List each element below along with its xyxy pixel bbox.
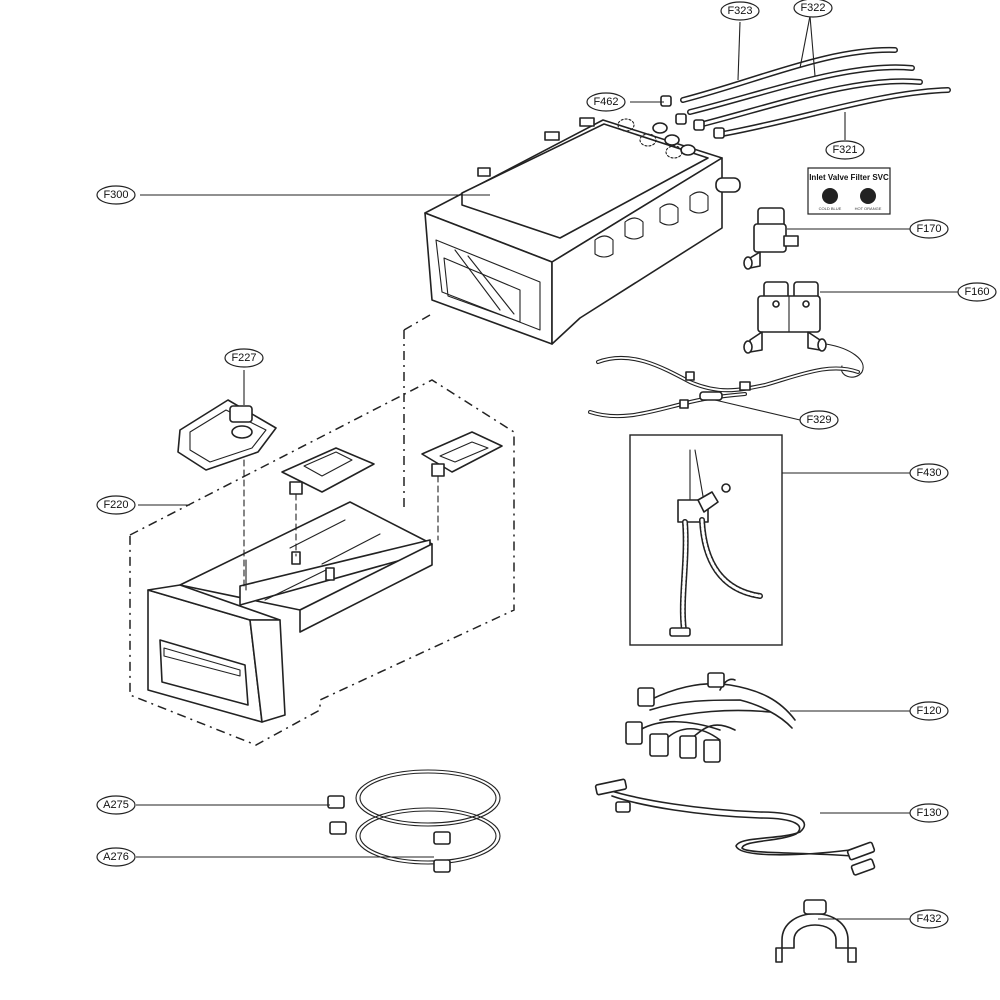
tube-assembly <box>588 355 860 419</box>
siphon-cap-1 <box>281 447 375 495</box>
callout-label-f300: F300 <box>96 185 136 205</box>
callout-label-f220: F220 <box>96 495 136 515</box>
plate-title: Inlet Valve Filter SVC <box>809 173 889 182</box>
svg-text:F120: F120 <box>916 705 941 717</box>
inlet-hoses <box>660 46 951 139</box>
pressure-hose-assembly <box>629 434 783 646</box>
wire-harness-f130 <box>594 778 876 876</box>
callout-label-f323: F323 <box>720 1 760 21</box>
valve-wire <box>825 343 864 378</box>
svg-text:F300: F300 <box>103 189 128 201</box>
callout-label-f322: F322 <box>793 0 833 18</box>
svg-text:F321: F321 <box>832 144 857 156</box>
callout-label-f170: F170 <box>909 219 949 239</box>
svg-text:A275: A275 <box>103 799 129 811</box>
callout-label-f462: F462 <box>586 92 626 112</box>
callout-label-f430: F430 <box>909 463 949 483</box>
assembly-line <box>403 314 431 331</box>
siphon-cap-2 <box>421 431 503 477</box>
wire-harness-f120 <box>625 672 796 763</box>
svg-text:F160: F160 <box>964 286 989 298</box>
leader-lines <box>136 15 961 920</box>
svg-text:F323: F323 <box>727 5 752 17</box>
svg-text:F462: F462 <box>593 96 618 108</box>
dispenser-housing <box>424 117 741 345</box>
svg-text:F432: F432 <box>916 913 941 925</box>
svg-text:F227: F227 <box>231 352 256 364</box>
softener-cap <box>177 399 277 471</box>
callout-label-a275: A275 <box>96 795 136 815</box>
callout-label-f321: F321 <box>825 140 865 160</box>
inlet-valve-filter-plate: Inlet Valve Filter SVC COLD BLUE HOT ORA… <box>807 167 891 215</box>
callout-label-f432: F432 <box>909 909 949 929</box>
svg-text:F170: F170 <box>916 223 941 235</box>
loop-wires <box>327 769 501 873</box>
svg-text:F322: F322 <box>800 2 825 14</box>
svg-text:A276: A276 <box>103 851 129 863</box>
callout-label-f329: F329 <box>799 410 839 430</box>
callout-label-f120: F120 <box>909 701 949 721</box>
single-inlet-valve <box>743 207 799 270</box>
detergent-drawer-assembly <box>129 379 515 746</box>
svg-text:F329: F329 <box>806 414 831 426</box>
hose-clip <box>775 899 857 963</box>
double-inlet-valve <box>743 281 827 354</box>
svg-text:F220: F220 <box>103 499 128 511</box>
callout-label-f130: F130 <box>909 803 949 823</box>
callout-label-f160: F160 <box>957 282 997 302</box>
callout-label-a276: A276 <box>96 847 136 867</box>
callout-label-f227: F227 <box>224 348 264 368</box>
plate-left-caption: COLD BLUE <box>819 206 842 211</box>
svg-text:F430: F430 <box>916 467 941 479</box>
svg-text:F130: F130 <box>916 807 941 819</box>
plate-right-caption: HOT ORANGE <box>855 206 882 211</box>
